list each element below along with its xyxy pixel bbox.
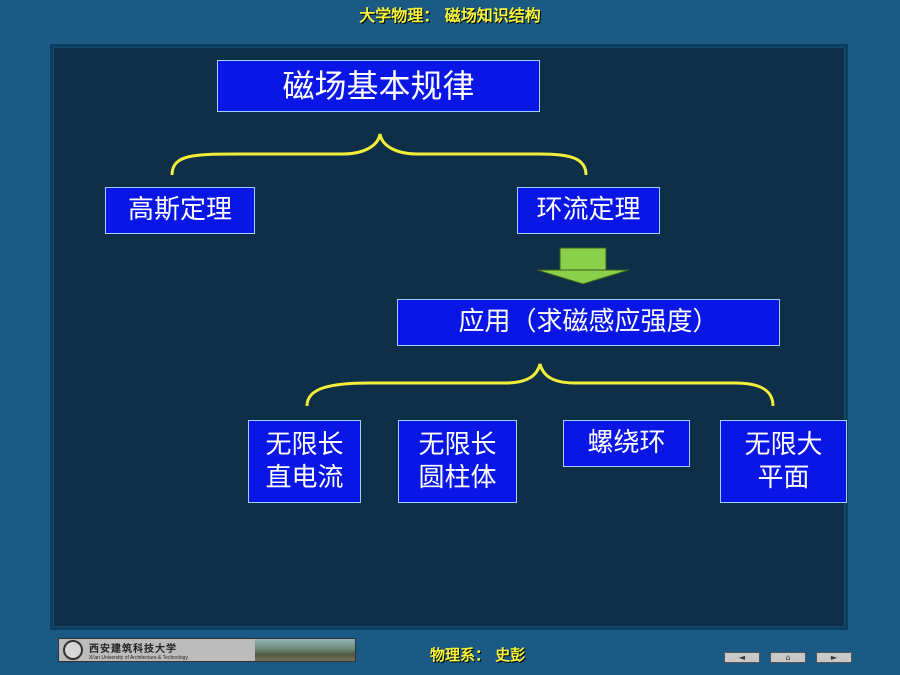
root-node-label: 磁场基本规律 — [282, 67, 475, 105]
case-node-label: 螺绕环 — [587, 428, 666, 459]
gauss-node-label: 高斯定理 — [127, 195, 232, 226]
prev-slide-button[interactable]: ◄ — [724, 652, 760, 663]
upper-brace — [170, 133, 588, 176]
case-node-straight-current: 无限长 直电流 — [248, 420, 361, 503]
lower-brace — [305, 363, 775, 407]
home-button[interactable]: ⌂ — [770, 652, 806, 663]
campus-photo — [255, 639, 355, 661]
slide-header: 大学物理： 磁场知识结构 — [0, 0, 900, 44]
case-node-cylinder: 无限长 圆柱体 — [398, 420, 517, 503]
case-node-label: 无限长 圆柱体 — [418, 430, 497, 493]
university-logo-banner: 西安建筑科技大学 Xi'an University of Architectur… — [58, 638, 356, 662]
application-node: 应用（求磁感应强度） — [397, 299, 780, 346]
next-slide-button[interactable]: ► — [816, 652, 852, 663]
case-node-label: 无限大 平面 — [744, 430, 823, 493]
root-node: 磁场基本规律 — [217, 60, 540, 112]
university-name: 西安建筑科技大学 Xi'an University of Architectur… — [89, 640, 188, 661]
case-node-label: 无限长 直电流 — [265, 430, 344, 493]
credit-text: 物理系： 史彭 — [430, 646, 526, 664]
university-emblem-icon — [63, 640, 83, 660]
slide-title: 大学物理： 磁场知识结构 — [359, 6, 541, 25]
case-node-infinite-plane: 无限大 平面 — [720, 420, 847, 503]
footer-credit: 物理系： 史彭 — [430, 645, 600, 665]
next-arrow-icon: ► — [830, 652, 838, 662]
prev-arrow-icon: ◄ — [738, 652, 746, 662]
down-arrow-icon — [536, 247, 630, 285]
gauss-node: 高斯定理 — [105, 187, 255, 234]
application-node-label: 应用（求磁感应强度） — [458, 307, 719, 338]
university-name-en: Xi'an University of Architecture & Techn… — [89, 654, 188, 661]
case-node-toroid: 螺绕环 — [563, 420, 690, 467]
ampere-node: 环流定理 — [517, 187, 660, 234]
university-name-cn: 西安建筑科技大学 — [89, 643, 177, 655]
ampere-node-label: 环流定理 — [536, 195, 641, 226]
home-icon: ⌂ — [785, 652, 791, 662]
